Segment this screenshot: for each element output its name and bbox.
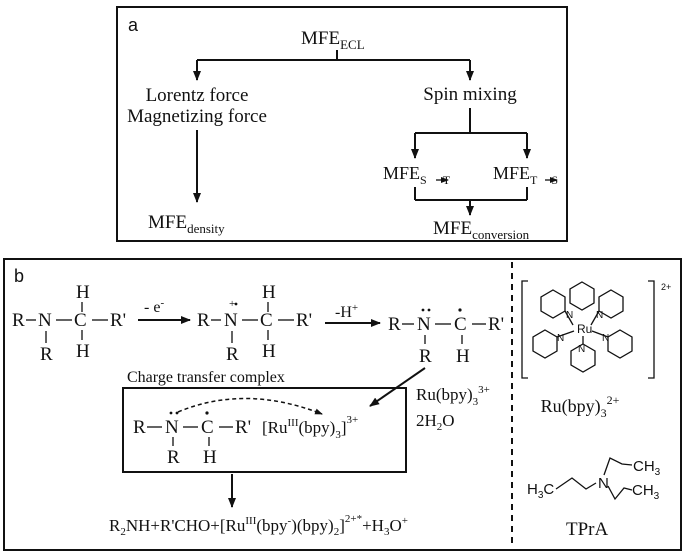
atom-r: R xyxy=(226,344,239,365)
atom-r: R xyxy=(40,344,53,365)
mfe-conversion-label: MFEconversion xyxy=(433,218,530,242)
radical-cation-molecule: R N + R C H H R' xyxy=(197,282,312,365)
atom-h: H xyxy=(203,447,217,468)
tpra-ch3-top: CH3 xyxy=(633,458,661,478)
n-atom: N xyxy=(578,344,585,355)
complex-box xyxy=(122,387,407,473)
step1-label: - e- xyxy=(144,297,164,316)
atom-r: R xyxy=(133,417,146,438)
panel-b: b R N R C H H R' - e- R N + xyxy=(3,258,682,551)
magnetizing-force-label: Magnetizing force xyxy=(127,106,267,127)
atom-c: C xyxy=(260,310,273,331)
atom-h: H xyxy=(76,282,90,303)
atom-c: C xyxy=(201,417,214,438)
right-bracket xyxy=(648,280,655,379)
atom-c: C xyxy=(74,310,87,331)
ru-bpy-label: Ru(bpy)32+ xyxy=(541,393,620,420)
atom-h: H xyxy=(262,341,276,362)
radical-dot xyxy=(234,302,238,306)
ru-charge-label: 2+ xyxy=(661,282,671,292)
ru-reagent-label: Ru(bpy)33+ xyxy=(416,384,490,408)
atom-h: H xyxy=(262,282,276,303)
atom-r: R xyxy=(12,310,25,331)
atom-c: C xyxy=(454,314,467,335)
spin-mixing-label: Spin mixing xyxy=(423,84,517,105)
amino-radical-molecule: R N R C H R' xyxy=(388,308,504,367)
panel-a: a MFEECL Lorentz force Magnetizing force… xyxy=(116,6,568,242)
amine-molecule: R N R C H H R' xyxy=(12,282,126,365)
electron-transfer-arrow xyxy=(177,397,323,415)
tpra-structure: H3C N CH3 CH3 xyxy=(527,457,661,502)
panel-a-label: a xyxy=(128,15,139,35)
atom-n: N xyxy=(38,310,52,331)
carbon-radical-dot xyxy=(458,308,462,312)
n-atom: N xyxy=(557,333,564,344)
step2-label: -H+ xyxy=(335,302,358,321)
mfe-ecl-label: MFEECL xyxy=(301,28,365,52)
ru-iii-complex-label: [RuIII(bpy)3]3+ xyxy=(262,414,358,441)
tpra-label: TPrA xyxy=(566,519,609,540)
tpra-ch3-bottom: CH3 xyxy=(632,482,660,502)
atom-h: H xyxy=(76,341,90,362)
atom-r-prime: R' xyxy=(110,310,126,331)
left-bracket xyxy=(521,280,528,379)
ru-bpy-structure: 2+ Ru N N N N N xyxy=(521,280,671,379)
product-equation: R2NH+R'CHO+[RuIII(bpy-)(bpy)2]2+*+H3O+ xyxy=(109,513,408,538)
panel-a-frame xyxy=(116,6,568,242)
atom-r: R xyxy=(167,447,180,468)
ru-center-atom: Ru xyxy=(577,322,592,336)
atom-n: N xyxy=(165,417,179,438)
atom-n: N xyxy=(417,314,431,335)
atom-r: R xyxy=(197,310,210,331)
atom-r-prime: R' xyxy=(296,310,312,331)
atom-r: R xyxy=(388,314,401,335)
cation-charge: + xyxy=(229,298,235,310)
n-atom: N xyxy=(596,310,603,321)
mfe-density-label: MFEdensity xyxy=(148,212,225,236)
atom-r-prime: R' xyxy=(235,417,251,438)
atom-r: R xyxy=(419,346,432,367)
atom-r-prime: R' xyxy=(488,314,504,335)
complex-contents: R N R C H R' [RuIII(bpy)3]3+ xyxy=(133,397,358,468)
complex-title: Charge transfer complex xyxy=(127,369,285,386)
panel-b-label: b xyxy=(14,266,24,286)
lorentz-force-label: Lorentz force xyxy=(146,85,249,106)
water-label: 2H2O xyxy=(416,411,455,433)
tpra-n: N xyxy=(598,475,609,492)
atom-h: H xyxy=(456,346,470,367)
atom-n: N xyxy=(224,310,238,331)
n-atom: N xyxy=(602,333,609,344)
panel-b-frame xyxy=(3,258,682,551)
n-atom: N xyxy=(566,310,573,321)
tpra-h3c: H3C xyxy=(527,481,554,501)
